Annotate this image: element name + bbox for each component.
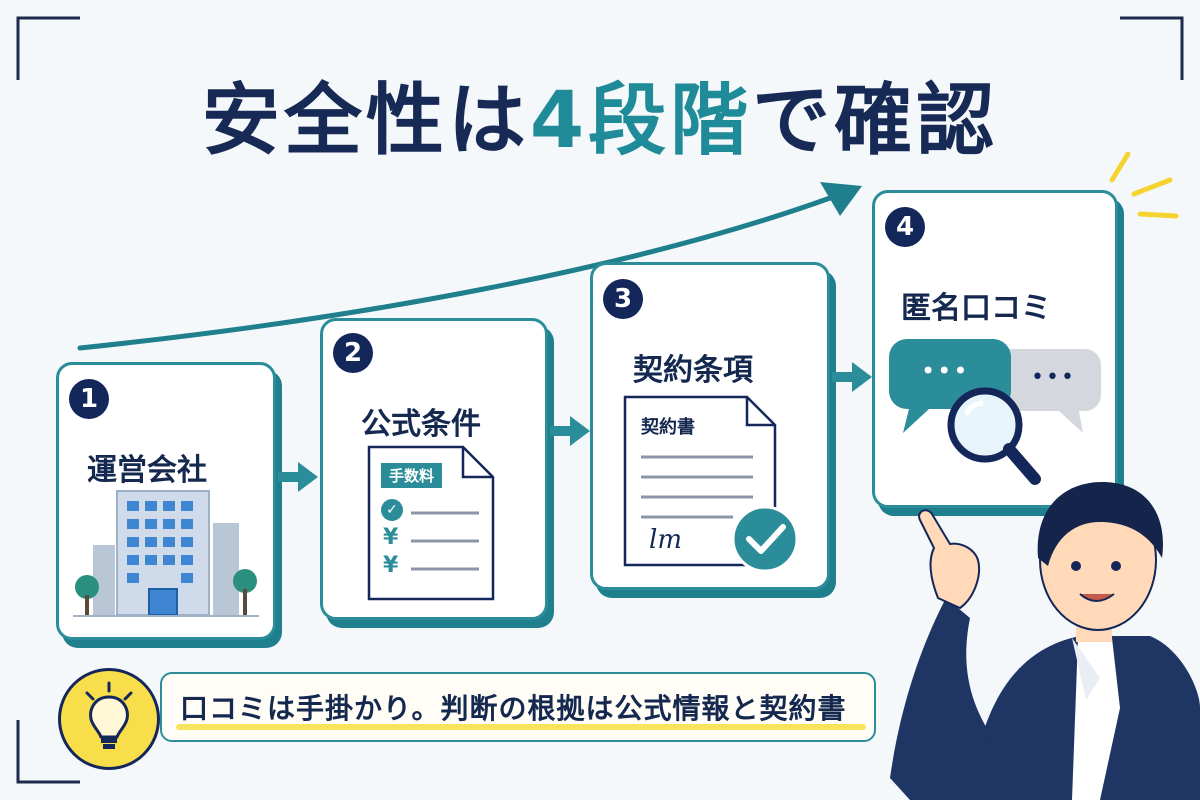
speech-bubbles-magnifier-icon (889, 339, 1101, 485)
signature: lm (649, 525, 682, 555)
step-number-badge: 3 (603, 279, 643, 319)
tip-highlight (176, 724, 866, 730)
check-icon: ✓ (381, 499, 403, 521)
step-label: 運営会社 (87, 453, 207, 488)
step-label: 匿名口コミ (901, 291, 1051, 326)
bubble-dots: ••• (1031, 365, 1076, 390)
corner-bracket-bottom-left (16, 720, 80, 784)
step-number-badge: 1 (69, 379, 109, 419)
fee-document-icon: 手数料 ✓ ¥ ¥ (367, 445, 495, 601)
title-suffix: で確認 (752, 76, 999, 166)
corner-bracket-top-left (16, 16, 80, 80)
sparkle-lines (1109, 151, 1179, 219)
tip-icon-circle (58, 668, 160, 770)
bubble-dots: ••• (921, 357, 970, 385)
step-card-4: 4 匿名口コミ ••• ••• (872, 190, 1118, 508)
arrow-right-icon (550, 416, 590, 446)
progress-arrow (77, 182, 862, 351)
tip-box: 口コミは手掛かり。判断の根拠は公式情報と契約書 (160, 672, 876, 742)
presenter-illustration (890, 482, 1200, 800)
step-label: 契約条項 (633, 353, 753, 388)
arrow-right-icon (278, 462, 318, 492)
page-title: 安全性は4段階で確認 (0, 58, 1200, 170)
step-card-1: 1 運営会社 (56, 362, 276, 640)
tip-text: 口コミは手掛かり。判断の根拠は公式情報と契約書 (180, 692, 847, 725)
document-title: 契約書 (641, 417, 695, 438)
fee-tag: 手数料 (381, 463, 443, 488)
contract-document-icon: 契約書 lm (623, 395, 807, 575)
step-number-badge: 2 (333, 333, 373, 373)
title-prefix: 安全性は (201, 76, 530, 166)
step-number-badge: 4 (885, 207, 925, 247)
document-outline (623, 395, 799, 573)
title-accent: 4段階 (529, 76, 753, 166)
corner-bracket-top-right (1120, 16, 1184, 80)
step-card-3: 3 契約条項 契約書 lm (590, 262, 830, 590)
lightbulb-icon (85, 681, 133, 749)
yen-icon: ¥ (383, 553, 399, 578)
office-building-icon (73, 490, 259, 617)
step-label: 公式条件 (361, 407, 481, 442)
yen-icon: ¥ (383, 525, 399, 550)
step-card-2: 2 公式条件 手数料 ✓ ¥ ¥ (320, 318, 548, 620)
arrow-right-icon (832, 362, 872, 392)
